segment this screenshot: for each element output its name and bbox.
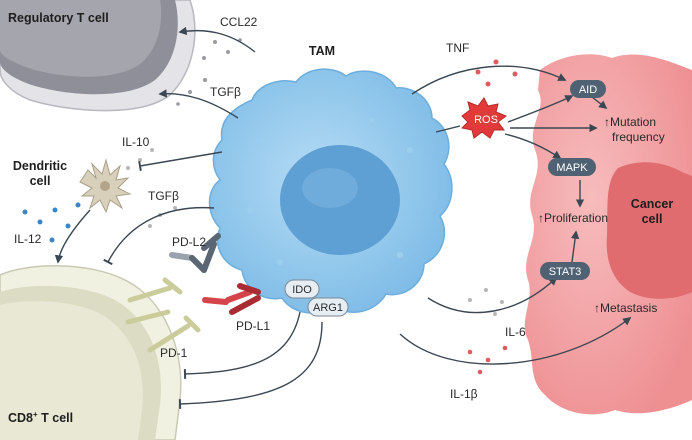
arg1-pill: ARG1 <box>307 297 349 317</box>
stat3-prolif-arrow <box>570 230 580 263</box>
dendritic-label-1: Dendritic <box>13 159 67 173</box>
tgfb-inhibit <box>103 206 215 266</box>
pd1-label: PD-1 <box>160 346 188 360</box>
cd8-t-cell <box>0 265 182 440</box>
ido-inhibit <box>183 311 301 379</box>
pdl1-ligand <box>202 283 261 315</box>
ros-mapk-arrow <box>504 133 562 159</box>
stat3-label: STAT3 <box>549 266 582 278</box>
ros-star: ROS <box>460 97 508 139</box>
regulatory-t-cell <box>0 0 196 112</box>
tnf-arrow <box>411 65 567 95</box>
ido-label: IDO <box>292 284 312 296</box>
ccl22-arrow <box>178 26 256 53</box>
mapk-pill: MAPK <box>548 158 596 176</box>
arg1-label: ARG1 <box>313 302 343 314</box>
tgfb-treg-arrow <box>158 89 239 119</box>
tam-cell <box>208 68 453 314</box>
dendritic-label-2: cell <box>30 174 51 188</box>
treg-label: Regulatory T cell <box>8 11 109 25</box>
proliferation-label: ↑Proliferation <box>538 211 608 225</box>
cd8-label: CD8+ T cell <box>8 410 73 425</box>
ccl22-label: CCL22 <box>220 15 258 29</box>
il6-label: IL-6 <box>505 325 526 339</box>
arg1-inhibit <box>178 321 323 409</box>
ros-aid-arrow <box>507 95 574 123</box>
il10-label: IL-10 <box>122 135 150 149</box>
dendritic-cell <box>79 158 132 214</box>
ido-pill: IDO <box>284 279 320 299</box>
arrows <box>54 26 632 409</box>
factor-dots <box>22 38 518 375</box>
pd1-receptors <box>125 277 201 353</box>
aid-label: AID <box>579 84 597 96</box>
metastasis-label: ↑Metastasis <box>594 301 657 315</box>
pdl2-label: PD-L2 <box>172 235 206 249</box>
il1b-label: IL-1β <box>450 387 478 401</box>
mutation-label-2: frequency <box>612 130 665 144</box>
pdl1-label: PD-L1 <box>236 319 270 333</box>
il12-label: IL-12 <box>14 232 42 246</box>
ros-label: ROS <box>474 114 498 126</box>
aid-mutation-arrow <box>591 96 608 110</box>
il1b-arrow <box>399 316 632 365</box>
mutation-label-1: ↑Mutation <box>604 115 656 129</box>
stat3-pill: STAT3 <box>540 262 590 280</box>
aid-pill: AID <box>570 80 606 98</box>
tgfb-top-label: TGFβ <box>210 85 241 99</box>
pdl2-ligand <box>169 233 221 273</box>
tam-label: TAM <box>309 44 335 58</box>
cancer-cell <box>524 54 692 415</box>
cancer-label-2: cell <box>642 212 663 226</box>
il12-arrow <box>54 209 91 264</box>
cancer-label-1: Cancer <box>631 197 674 211</box>
tam-ros-line <box>435 125 461 133</box>
tnf-label: TNF <box>446 41 469 55</box>
tgfb-mid-label: TGFβ <box>148 189 179 203</box>
il10-inhibit <box>138 151 223 171</box>
mapk-label: MAPK <box>556 162 588 174</box>
il6-arrow <box>427 276 558 314</box>
